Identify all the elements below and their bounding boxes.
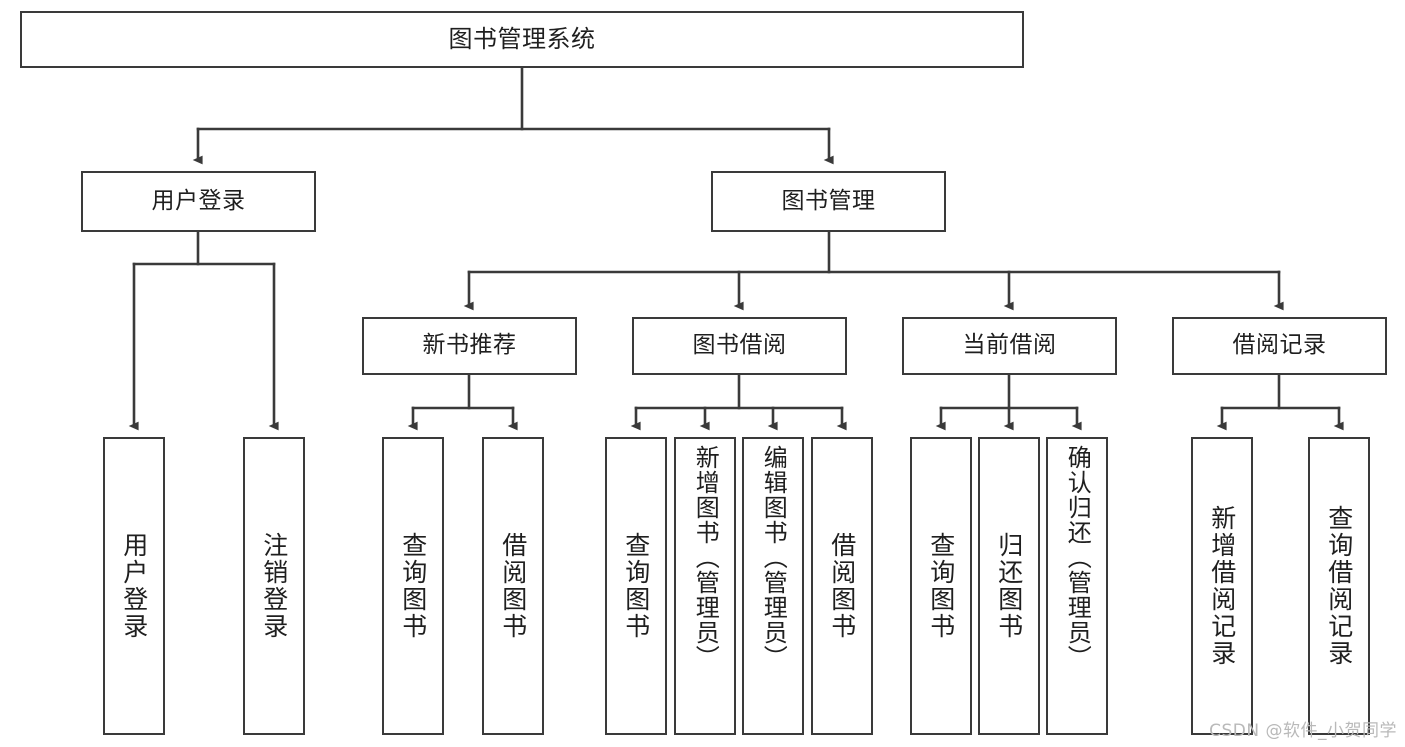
node-label: 注销登录 [259,532,289,640]
csdn-watermark: CSDN @软件_小贺同学 [1209,721,1397,741]
leaf-new-book-borrow[interactable]: 借阅图书 [482,437,544,735]
leaf-book-borrow-borrow[interactable]: 借阅图书 [811,437,873,735]
node-label: 借阅图书 [498,532,528,640]
leaf-current-borrow-confirm-return-admin[interactable]: 确认归还（管理员） [1046,437,1108,735]
node-label: 查询借阅记录 [1324,505,1354,667]
node-label: 用户登录 [151,187,246,214]
node-label: 确认归还（管理员） [1063,445,1092,670]
node-label: 借阅图书 [827,532,857,640]
node-label: 借阅记录 [1232,332,1327,359]
node-label: 图书管理系统 [448,25,596,54]
leaf-current-borrow-return[interactable]: 归还图书 [978,437,1040,735]
leaf-book-borrow-query[interactable]: 查询图书 [605,437,667,735]
leaf-borrow-record-query[interactable]: 查询借阅记录 [1308,437,1370,735]
node-label: 查询图书 [398,532,428,640]
leaf-new-book-query[interactable]: 查询图书 [382,437,444,735]
node-label: 新书推荐 [422,332,517,359]
leaf-current-borrow-query[interactable]: 查询图书 [910,437,972,735]
node-label: 新增图书（管理员） [691,445,720,670]
node-book-management[interactable]: 图书管理 [711,171,946,232]
node-label: 图书借阅 [692,332,787,359]
node-borrow-record[interactable]: 借阅记录 [1172,317,1387,375]
node-label: 新增借阅记录 [1207,505,1237,667]
leaf-user-login-logout[interactable]: 注销登录 [243,437,305,735]
node-label: 用户登录 [119,532,149,640]
node-label: 当前借阅 [962,332,1057,359]
node-root-book-management-system[interactable]: 图书管理系统 [20,11,1024,68]
node-label: 编辑图书（管理员） [759,445,788,670]
node-label: 归还图书 [994,532,1024,640]
node-book-borrow[interactable]: 图书借阅 [632,317,847,375]
leaf-book-borrow-add-admin[interactable]: 新增图书（管理员） [674,437,736,735]
node-label: 查询图书 [621,532,651,640]
node-current-borrow[interactable]: 当前借阅 [902,317,1117,375]
leaf-borrow-record-add[interactable]: 新增借阅记录 [1191,437,1253,735]
node-label: 图书管理 [781,187,876,214]
leaf-user-login-signin[interactable]: 用户登录 [103,437,165,735]
leaf-book-borrow-edit-admin[interactable]: 编辑图书（管理员） [742,437,804,735]
node-label: 查询图书 [926,532,956,640]
node-user-login[interactable]: 用户登录 [81,171,316,232]
node-new-book-recommendation[interactable]: 新书推荐 [362,317,577,375]
